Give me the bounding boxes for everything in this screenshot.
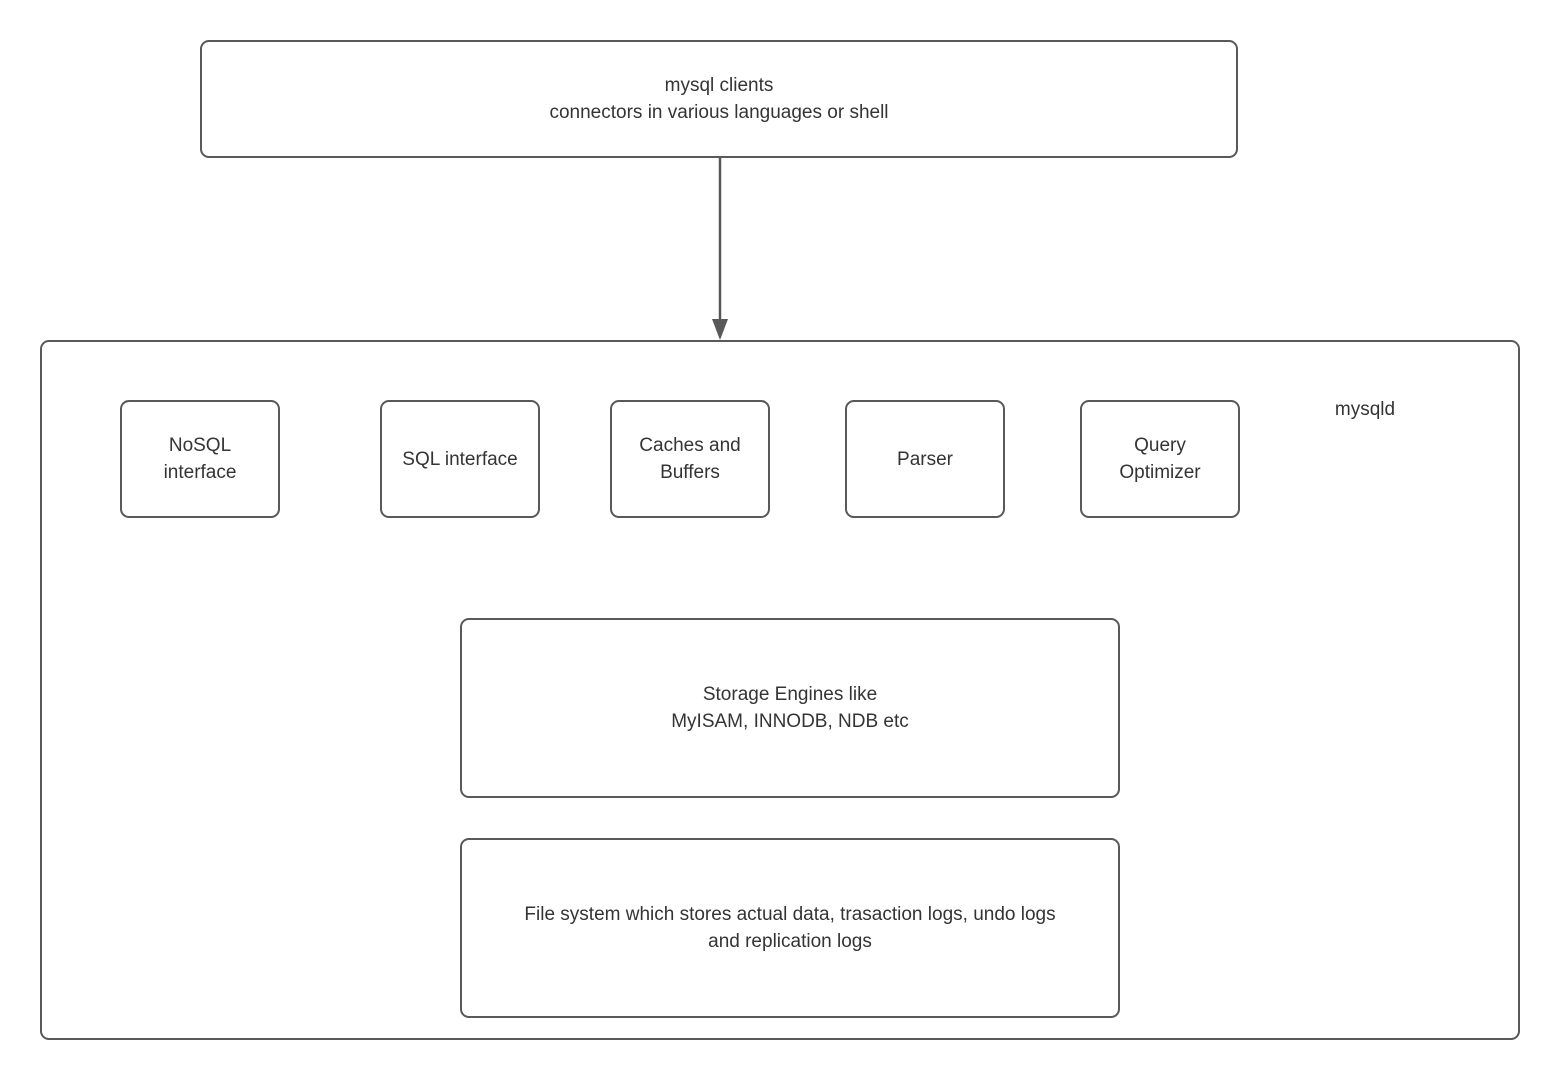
flow-arrow-down-icon [712,158,728,340]
node-nosql-interface-label: NoSQL interface [163,435,237,483]
node-parser: Parser [845,400,1005,518]
node-nosql-interface: NoSQL interface [120,400,280,518]
node-mysql-clients-label: mysql clients connectors in various lang… [549,75,889,123]
node-mysql-clients: mysql clients connectors in various lang… [200,40,1238,158]
node-caches-and-buffers: Caches and Buffers [610,400,770,518]
node-parser-label: Parser [897,448,953,470]
node-file-system-label: File system which stores actual data, tr… [524,904,1056,952]
node-storage-engines: Storage Engines like MyISAM, INNODB, NDB… [460,618,1120,798]
node-query-optimizer: Query Optimizer [1080,400,1240,518]
node-sql-interface-label: SQL interface [402,448,518,470]
node-storage-engines-label: Storage Engines like MyISAM, INNODB, NDB… [671,684,909,732]
node-caches-and-buffers-label: Caches and Buffers [639,435,741,483]
mysqld-container-label: mysqld [1334,399,1396,420]
node-sql-interface: SQL interface [380,400,540,518]
node-query-optimizer-label: Query Optimizer [1119,435,1201,483]
node-file-system: File system which stores actual data, tr… [460,838,1120,1018]
